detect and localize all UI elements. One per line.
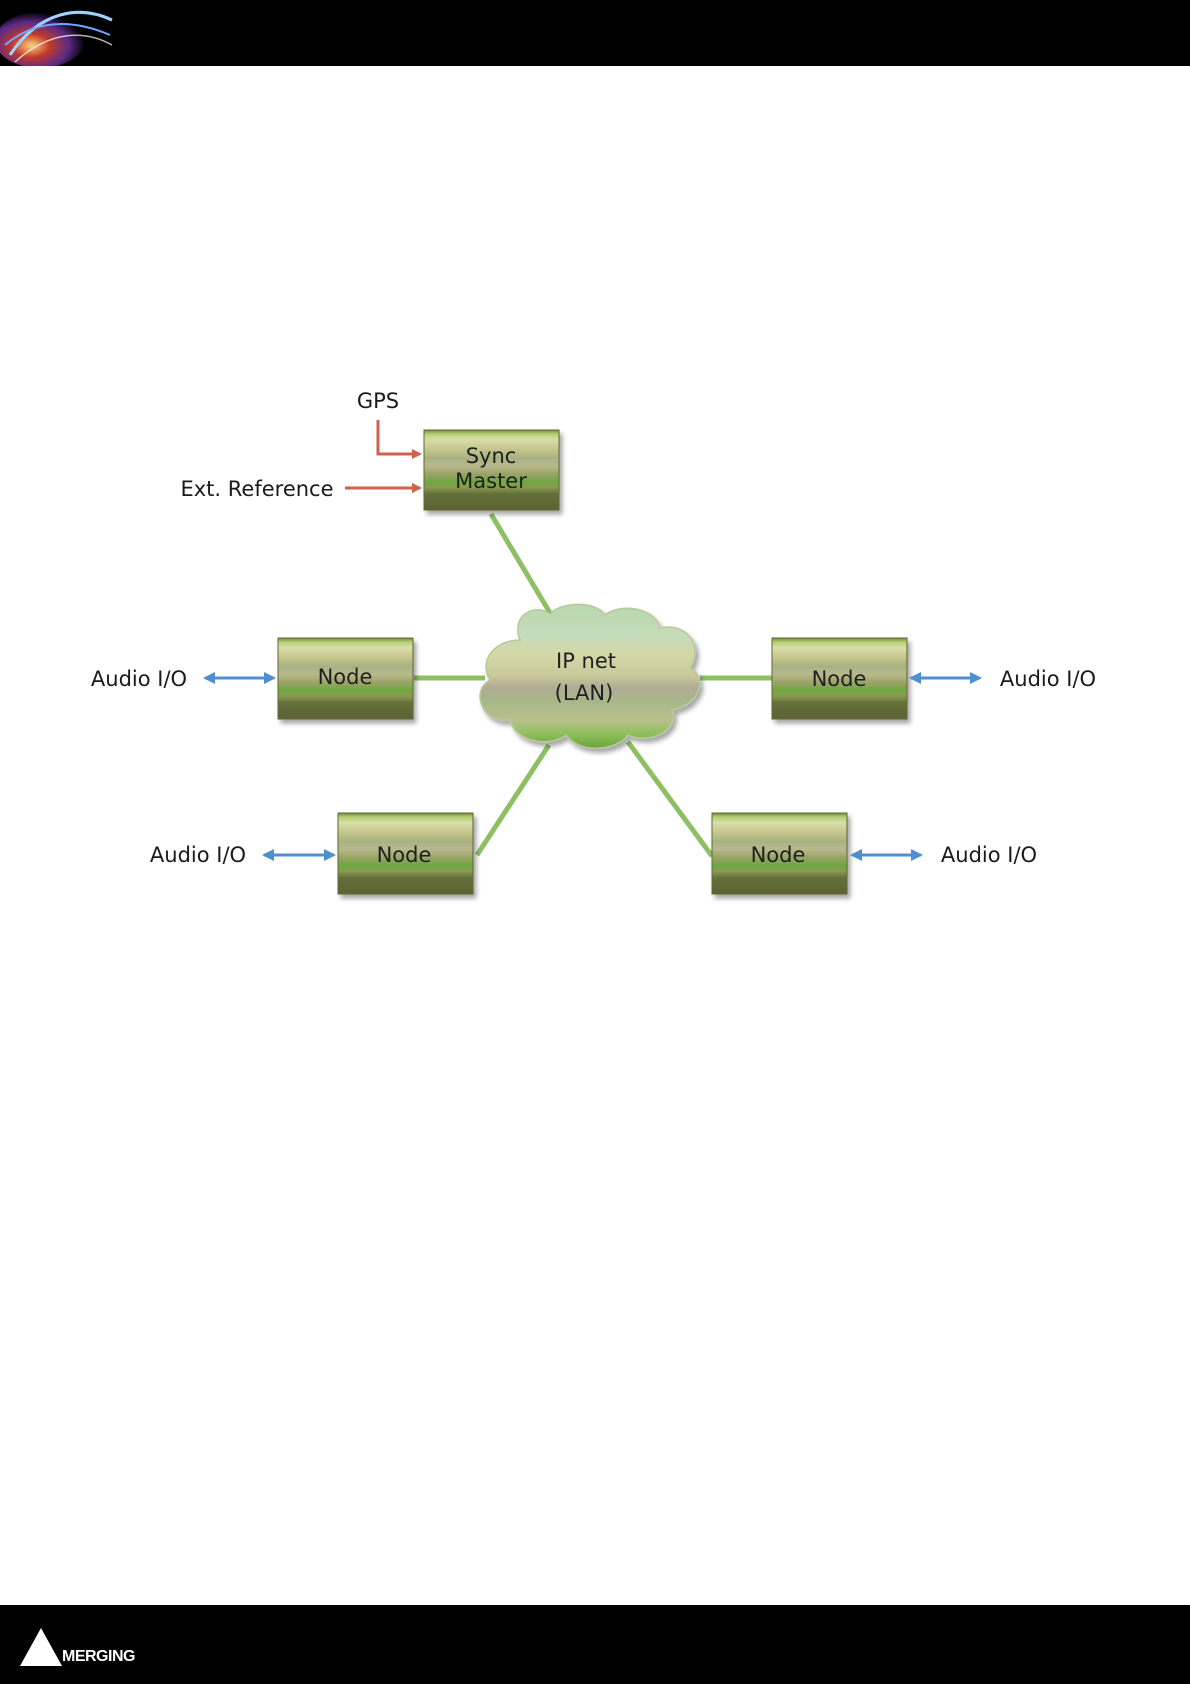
header-logo-image — [0, 0, 116, 66]
node-bottom-right-label: Node — [751, 843, 806, 867]
audio-io-label-bottom-right: Audio I/O — [941, 843, 1037, 867]
gps-arrow — [376, 420, 422, 459]
ext-reference-label: Ext. Reference — [180, 477, 333, 501]
link-sync-master — [488, 512, 559, 625]
footer-bar — [0, 1605, 1190, 1684]
node-left-label: Node — [318, 665, 373, 689]
sync-master-label-line1: Sync — [466, 444, 517, 468]
audio-io-label-bottom-left: Audio I/O — [150, 843, 246, 867]
sync-master-label-line2: Master — [455, 469, 527, 493]
node-right-box: Node — [771, 637, 908, 720]
ip-net-cloud — [479, 603, 701, 749]
link-node-bottom-left — [474, 743, 552, 857]
cloud-label-line1: IP net — [556, 649, 616, 673]
link-node-bottom-right — [625, 740, 715, 858]
node-bottom-left-label: Node — [377, 843, 432, 867]
node-bottom-left-box: Node — [337, 812, 474, 895]
header-bar — [0, 0, 1190, 66]
footer-brand-text: MERGING — [62, 1648, 135, 1665]
audio-io-label-left: Audio I/O — [91, 667, 187, 691]
network-links — [414, 512, 772, 858]
sync-master-box: Sync Master — [423, 429, 560, 511]
node-left-box: Node — [277, 637, 414, 720]
gps-label: GPS — [357, 389, 399, 413]
node-right-label: Node — [812, 667, 867, 691]
audio-io-label-right: Audio I/O — [1000, 667, 1096, 691]
cloud-label-line2: (LAN) — [555, 681, 614, 705]
merging-logo-triangle-icon — [20, 1628, 62, 1666]
node-bottom-right-box: Node — [711, 812, 848, 895]
